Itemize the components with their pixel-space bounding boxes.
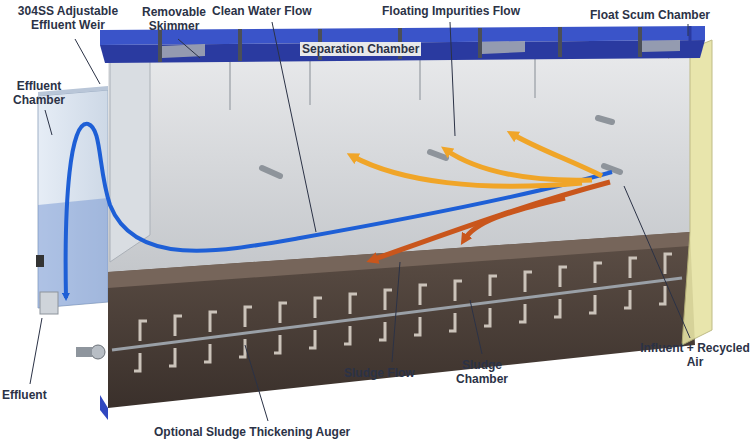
pipe	[262, 168, 280, 176]
leader-line	[30, 318, 42, 384]
skimmer-flights	[158, 27, 642, 62]
callout-label: Float Scum Chamber	[590, 8, 750, 22]
effluent-pipe	[40, 292, 58, 314]
baffle	[534, 58, 536, 98]
float-arrow	[446, 150, 592, 180]
leader-line	[45, 110, 52, 135]
valve	[36, 255, 44, 267]
pipe	[598, 118, 612, 122]
skimmer-flight	[158, 30, 162, 62]
sludge-arrow	[372, 182, 610, 260]
callout-label: Influent + Recycled Air	[640, 341, 750, 369]
leader-line	[245, 345, 268, 421]
skimmer-flight	[238, 29, 242, 61]
leader-line	[688, 24, 689, 36]
callout-label: Effluent Chamber	[2, 79, 76, 107]
skimmer-flight	[558, 27, 562, 57]
diffuser-pipes	[262, 118, 620, 176]
float-arrow	[352, 156, 582, 186]
callout-label: Effluent	[2, 388, 72, 402]
callout-label: Floating Impurities Flow	[382, 4, 562, 18]
auger-drive	[76, 347, 92, 357]
skimmer-paddle	[642, 40, 680, 52]
leader-line	[470, 300, 482, 354]
leader-line	[624, 186, 690, 338]
float-scum-chamber	[668, 40, 712, 345]
callout-label: Sludge Flow	[344, 366, 439, 380]
frame	[100, 395, 108, 420]
pipe	[604, 166, 620, 172]
effluent-chamber	[38, 90, 108, 308]
pipe	[430, 152, 446, 158]
leader-line	[450, 22, 455, 136]
leader-line	[178, 39, 200, 58]
rim-post	[689, 26, 692, 58]
skimmer-flight	[638, 27, 642, 57]
callout-label: Separation Chamber	[300, 42, 421, 56]
baffles	[230, 58, 535, 110]
leader-line	[392, 262, 400, 362]
clean-water-flow	[66, 124, 612, 298]
callout-label: Optional Sludge Thickening Auger	[154, 425, 414, 439]
baffle	[229, 62, 231, 110]
sludge-arrow	[464, 198, 565, 240]
leader-line	[75, 39, 100, 84]
skimmer-paddles	[162, 40, 680, 58]
sludge-flow	[372, 182, 610, 260]
callout-label: Removable Skimmer	[132, 5, 216, 33]
baffle	[419, 60, 421, 100]
leader-lines	[30, 22, 690, 421]
callout-label: Clean Water Flow	[212, 4, 342, 18]
floating-impurities-flow	[352, 134, 602, 186]
auger-paddles	[134, 254, 672, 371]
callout-label: Sludge Chamber	[446, 358, 518, 386]
sludge-chamber	[108, 232, 695, 408]
float-arrow	[512, 134, 602, 176]
skimmer-paddle	[162, 44, 205, 58]
auger-motor	[91, 345, 105, 359]
tank-rim-front	[100, 40, 705, 63]
baffle	[309, 61, 311, 105]
skimmer-paddle	[482, 41, 525, 54]
callout-label: 304SS Adjustable Effluent Weir	[4, 4, 132, 32]
skimmer-flight	[478, 28, 482, 58]
